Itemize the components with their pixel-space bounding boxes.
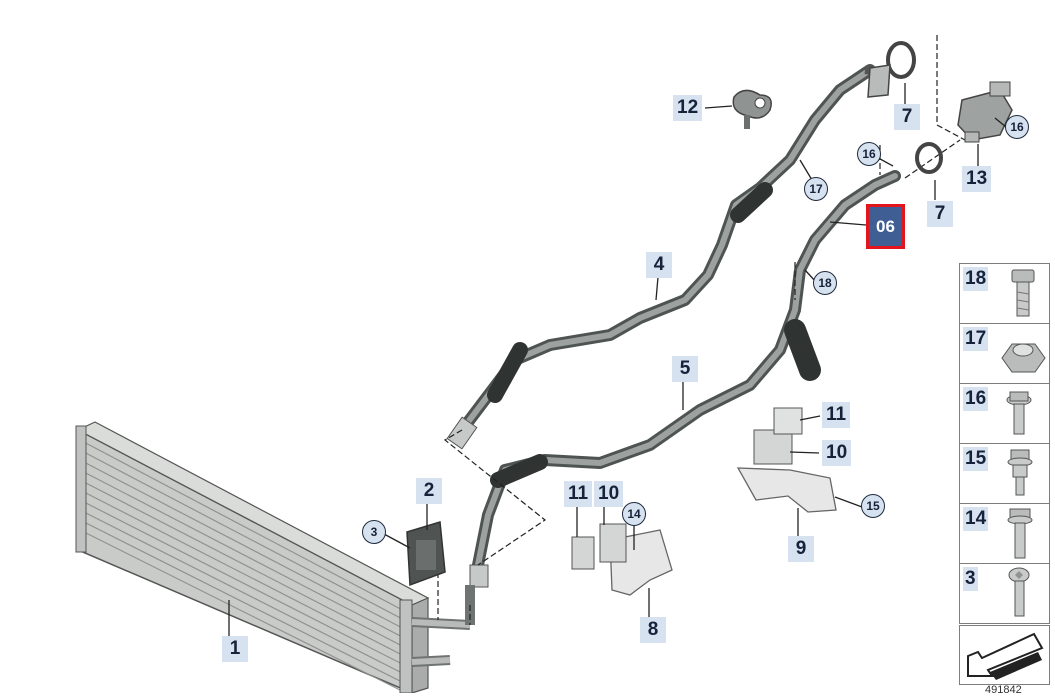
legend-item-18[interactable]: 18 [959,263,1050,324]
callout-13[interactable]: 13 [962,166,992,192]
connector-13 [957,81,1013,143]
bolt-icon [1011,269,1035,317]
legend-number: 15 [963,447,989,471]
torx-screw-icon [1008,567,1030,617]
legend-number: 14 [963,507,989,531]
circle-callout-3[interactable]: 3 [362,520,386,544]
holder-8 [571,523,673,596]
direction-arrow-icon [967,632,1044,680]
long-bolt-icon [1007,508,1033,559]
oil-line-5 [465,170,901,625]
oil-line-4 [446,64,881,450]
circle-callout-16a[interactable]: 16 [1005,115,1029,139]
callout-4[interactable]: 4 [646,252,672,278]
legend-item-16[interactable]: 16 [959,383,1050,444]
callout-5[interactable]: 5 [672,356,698,382]
legend-number: 17 [963,327,989,351]
oil-cooler [75,421,471,693]
legend-item-17[interactable]: 17 [959,323,1050,384]
assembly-lines [437,35,966,625]
reference-code: 491842 [985,684,1022,696]
parts-legend: 18 17 16 15 14 [959,263,1050,693]
hex-nut-icon [1001,343,1046,373]
bracket-2 [406,521,446,587]
flange-bolt-icon [1006,391,1032,435]
holder-9 [736,407,837,513]
circle-callout-16b[interactable]: 16 [857,142,881,166]
circle-callout-18[interactable]: 18 [813,271,837,295]
circle-callout-17[interactable]: 17 [804,177,828,201]
callout-10a[interactable]: 10 [594,481,624,507]
callout-10b[interactable]: 10 [822,440,852,466]
legend-item-3[interactable]: 3 [959,563,1050,624]
circle-callout-14[interactable]: 14 [622,502,646,526]
callout-8[interactable]: 8 [640,617,666,643]
callout-11b[interactable]: 11 [822,402,851,428]
leader-lines [228,83,1007,640]
legend-number: 18 [963,267,989,291]
callout-7b[interactable]: 7 [927,201,953,227]
legend-item-15[interactable]: 15 [959,443,1050,504]
callout-7a[interactable]: 7 [894,104,920,130]
legend-number: 3 [963,567,978,591]
callout-2[interactable]: 2 [416,478,442,504]
legend-item-14[interactable]: 14 [959,503,1050,564]
circle-callout-15[interactable]: 15 [861,494,885,518]
highlight-badge[interactable]: 06 [866,204,905,249]
legend-number: 16 [963,387,989,411]
direction-indicator [959,625,1050,685]
bracket-12 [732,89,772,129]
callout-11a[interactable]: 11 [564,481,593,507]
collar-bolt-icon [1007,449,1033,496]
callout-9[interactable]: 9 [788,536,814,562]
callout-12[interactable]: 12 [673,95,703,121]
seal-rings [867,41,943,174]
callout-1[interactable]: 1 [222,636,248,662]
